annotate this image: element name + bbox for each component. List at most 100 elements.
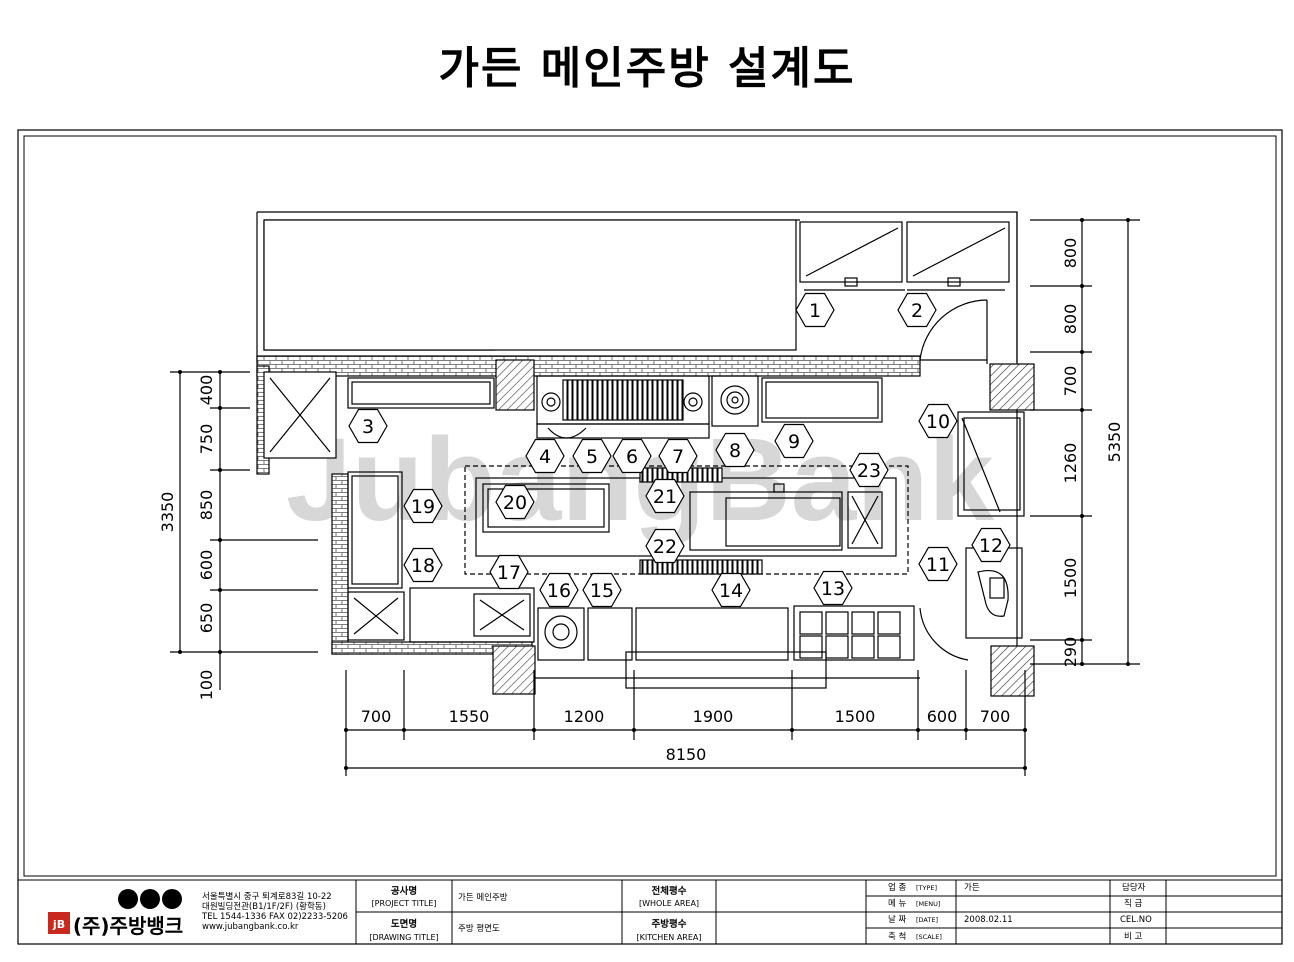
table-20 [482,483,610,533]
project-value: 가든 메인주방 [458,892,508,903]
equipment-number-3: 3 [362,416,374,438]
refrigerator-10 [957,411,1025,517]
equipment-number-20: 20 [503,492,527,514]
whole-area-label: 전체평수 [652,885,687,897]
type-value: 가든 [964,883,980,893]
column [492,645,536,695]
equipment-tag-18 [403,547,443,583]
equipment-tag-17 [489,554,529,590]
kitchen-area-label: 주방평수 [652,918,687,930]
manager-label: 담당자 [1122,882,1146,893]
dim-right-6: 290 [1061,637,1080,668]
table-15 [587,607,633,661]
dim-bottom-6: 600 [927,707,958,726]
dim-bottom-5: 1500 [835,707,876,726]
dim-right-2: 800 [1061,304,1080,335]
dim-right-1: 800 [1061,238,1080,269]
menu-label: 메 뉴 [888,899,907,909]
sink-17 [409,587,535,643]
company-web: www.jubangbank.co.kr [202,922,299,932]
dim-right-5: 1500 [1061,558,1080,599]
position-label: 직 급 [1124,898,1143,909]
equipment-number-13: 13 [821,578,845,600]
company-building: 대원빌딩전관(B1/1F/2F) (황학동) [202,901,326,912]
equipment-number-17: 17 [497,562,521,584]
north-brick-wall [256,355,921,377]
column [989,363,1035,411]
equipment-tag-16 [539,572,579,608]
equipment-tag-8 [715,432,755,468]
table-21-22 [689,491,843,551]
dim-right-4: 1260 [1061,443,1080,484]
svg-text:jB: jB [52,918,65,931]
equipment-number-16: 16 [547,580,571,602]
refrigerator-2 [906,221,1010,283]
equipment-number-21: 21 [653,486,677,508]
equipment-tag-7 [658,438,698,474]
type-label: 업 종 [888,883,907,893]
equipment-number-8: 8 [729,440,741,462]
company-contact: TEL 1544-1336 FAX 02)2233-5206 [201,912,348,922]
logo-text: (주)주방뱅크 [73,914,183,938]
equipment-number-6: 6 [626,446,638,468]
equipment-number-9: 9 [788,431,800,453]
note-label: 비 고 [1124,932,1143,942]
equipment-number-11: 11 [926,554,950,576]
equipment-tag-11 [918,546,958,582]
equipment-tag-6 [612,438,652,474]
type-label-en: [TYPE] [916,884,937,892]
fryer-13 [793,605,915,661]
equipment-number-7: 7 [672,446,684,468]
worktable-9 [761,377,883,423]
sheet-outer-border [17,129,1283,945]
dim-bottom-total: 8150 [666,745,707,764]
menu-label-en: [MENU] [916,900,940,908]
equipment-number-1: 1 [809,300,821,322]
title-block [18,879,1282,944]
dim-left-4: 600 [197,550,216,581]
equipment-tag-23 [849,452,889,488]
equipment-number-4: 4 [539,446,551,468]
sink-18 [347,591,405,641]
equipment-tag-21 [645,478,685,514]
equipment-tag-15 [582,572,622,608]
project-label: 공사명 [391,885,417,897]
dim-bottom-2: 1550 [449,707,490,726]
page-title: 가든 메인주방 설계도 [438,43,856,94]
equipment-tag-22 [645,528,685,564]
equipment-number-23: 23 [857,460,881,482]
dim-left-6: 100 [197,670,216,701]
walls [256,211,1035,697]
equipment-tag-4 [525,438,565,474]
equipment-number-2: 2 [911,300,923,322]
equipment-tag-2 [897,292,937,328]
column [990,645,1035,697]
cel-label: CEL.NO [1120,915,1152,925]
sheet-inner-border [23,135,1277,877]
date-label-en: [DATE] [916,916,938,924]
equipment-number-12: 12 [979,535,1003,557]
dim-left-total: 3350 [158,492,177,533]
equipment-number-15: 15 [590,580,614,602]
dim-left-3: 850 [197,490,216,521]
dim-left-2: 750 [197,424,216,455]
sink-23 [847,491,883,549]
equipment-tag-12 [971,527,1011,563]
stockpot-16 [537,607,585,661]
equipment-tag-19 [403,488,443,524]
grate-14 [639,559,763,575]
west-brick-wall-lower [331,473,349,655]
equipment-tag-9 [774,423,814,459]
drawing-label-en: [DRAWING TITLE] [369,933,438,942]
drawing-label: 도면명 [391,918,417,930]
equipment-tag-20 [495,484,535,520]
equipment-number-14: 14 [719,580,743,602]
dim-bottom-1: 700 [361,707,392,726]
equipment-tag-14 [711,572,751,608]
project-label-en: [PROJECT TITLE] [372,899,437,908]
whole-area-label-en: [WHOLE AREA] [639,899,699,908]
equipment-tag-5 [572,438,612,474]
dim-bottom-7: 700 [980,707,1011,726]
